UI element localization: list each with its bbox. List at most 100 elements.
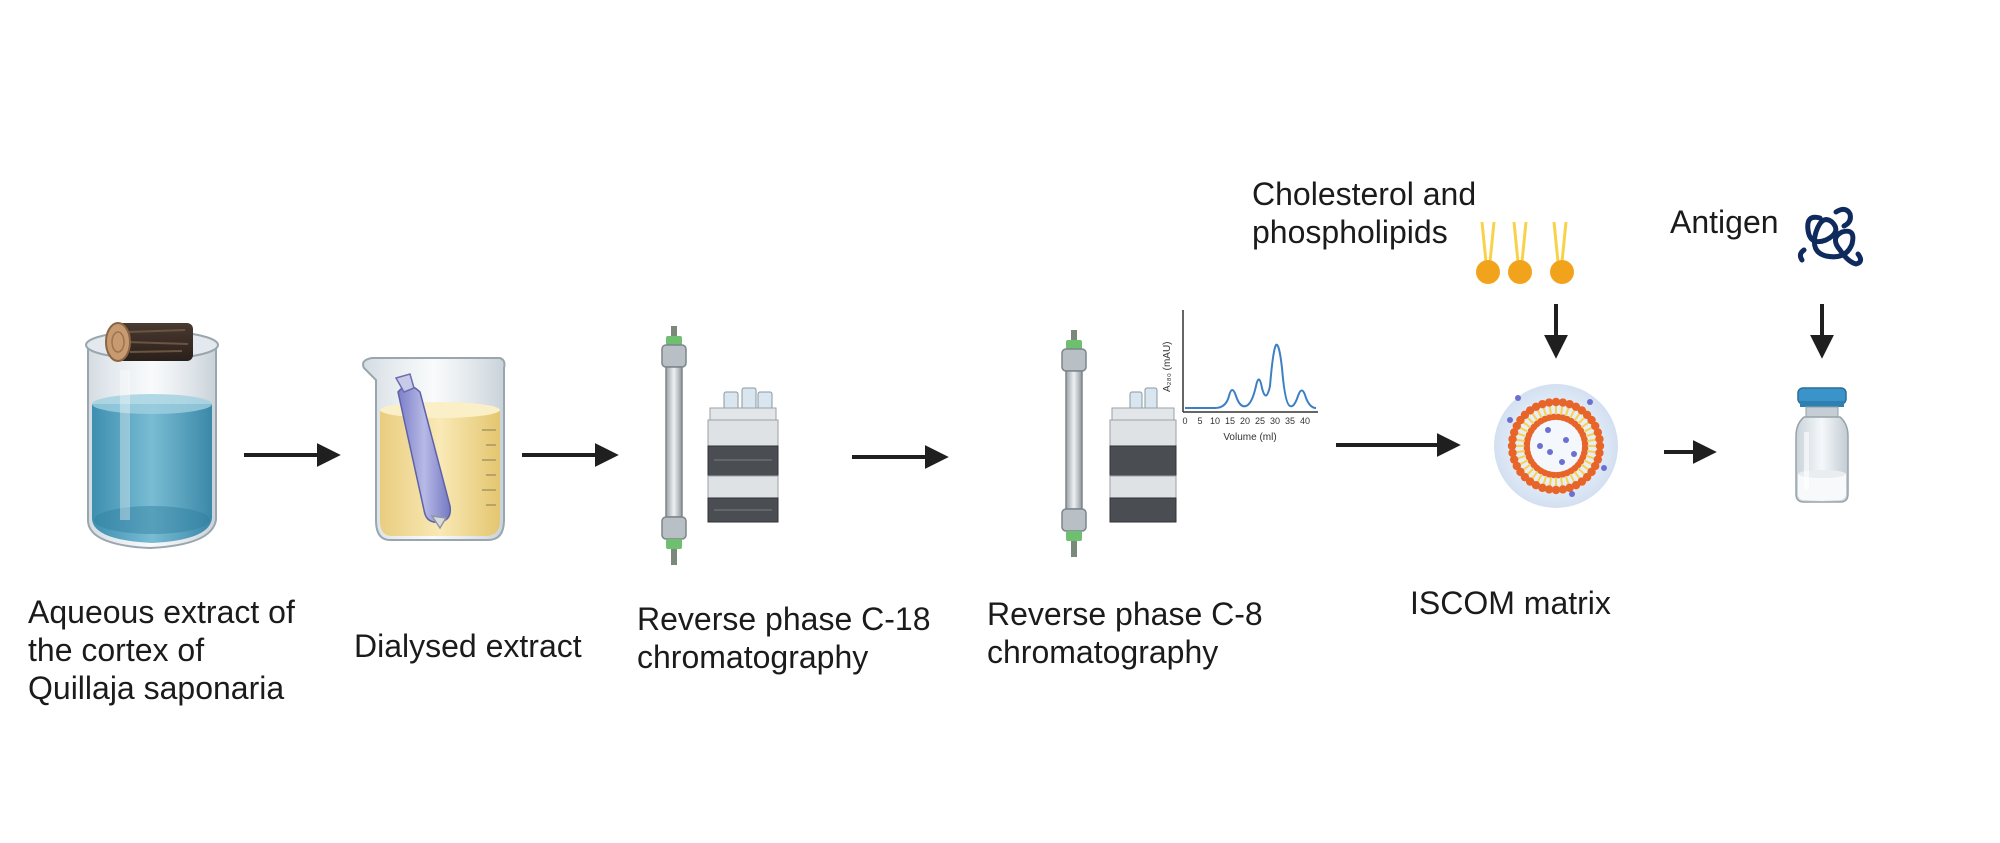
lipid-head	[1551, 397, 1561, 407]
lipid-tail	[1519, 426, 1528, 433]
chromatography-column	[661, 326, 687, 565]
beaker-with-dialysis-bag-icon	[362, 357, 506, 541]
lipid-head	[1565, 483, 1574, 493]
lipid-head	[1544, 485, 1554, 494]
lipid-tail	[1577, 416, 1586, 425]
lipid-head	[1507, 441, 1517, 451]
lipid-tail	[1586, 432, 1596, 438]
lipid-tail	[1587, 450, 1597, 454]
lipid-tail	[1526, 416, 1535, 425]
lipid-tail	[1587, 438, 1597, 442]
x-tick: 15	[1225, 416, 1235, 426]
lipid-tail	[1536, 409, 1543, 418]
lipid-tail	[1569, 474, 1576, 483]
lipid-head	[1565, 399, 1574, 409]
lipid-tail	[1516, 454, 1526, 460]
lipid-head	[1581, 440, 1589, 448]
x-tick: 40	[1300, 416, 1310, 426]
lipid-tail	[1526, 467, 1535, 476]
lipid-tail	[1522, 464, 1531, 471]
chromatogram-trace	[1185, 343, 1317, 409]
step-5-label: ISCOM matrix	[1410, 585, 1611, 621]
antigen-label: Antigen	[1670, 204, 1779, 240]
lipid-tail	[1584, 426, 1593, 433]
lipid-tail	[1581, 464, 1590, 471]
chromatography-column-2	[1061, 330, 1087, 557]
lipid-head	[1538, 399, 1547, 409]
chromatogram: A₂₈₀ (mAU) 0 5 10 15 20 25 30 35 40 Volu…	[1162, 310, 1318, 443]
lipid-head	[1509, 428, 1519, 437]
x-tick: 5	[1197, 416, 1202, 426]
lipid-tail	[1548, 405, 1552, 415]
hplc-column-icon	[661, 326, 779, 565]
lipid-head	[1593, 455, 1603, 464]
jar-with-bark-icon	[85, 322, 219, 550]
antigen-icon	[1797, 206, 1864, 267]
lipid-head	[1508, 448, 1517, 458]
lipid-tail	[1542, 406, 1548, 416]
lipid-tail	[1586, 454, 1596, 460]
lipid-tail	[1548, 477, 1552, 487]
chromatogram-xlabel: Volume (ml)	[1223, 432, 1276, 443]
lipid-head	[1508, 434, 1517, 444]
lipid-tail	[1560, 477, 1564, 487]
x-tick: 35	[1285, 416, 1295, 426]
lipid-head	[1538, 483, 1547, 493]
lipid-tail	[1515, 438, 1525, 442]
lipid-head	[1509, 455, 1519, 464]
lipid-tail	[1584, 459, 1593, 466]
lipid-head	[1512, 461, 1521, 471]
lipid-tail	[1536, 474, 1543, 483]
lipid-tail	[1542, 476, 1548, 486]
lipid-head	[1531, 402, 1541, 411]
lipid-head	[1595, 441, 1605, 451]
lipid-tail	[1581, 421, 1590, 428]
chromatogram-ylabel: A₂₈₀ (mAU)	[1162, 341, 1173, 392]
vaccine-vial-icon	[1795, 387, 1849, 503]
lipid-head	[1551, 485, 1561, 495]
lipid-tail	[1564, 406, 1570, 416]
lipid-molecules-icon	[1476, 221, 1574, 284]
lipid-head	[1571, 481, 1581, 490]
step-1-label: Aqueous extract of the cortex of Quillaj…	[28, 594, 295, 706]
hplc-column-with-chromatogram-icon: A₂₈₀ (mAU) 0 5 10 15 20 25 30 35 40 Volu…	[1061, 310, 1318, 557]
lipid-head	[1593, 428, 1603, 437]
hplc-instrument	[707, 387, 779, 523]
lipid-head	[1591, 421, 1600, 431]
liposome-bilayer	[1507, 397, 1605, 495]
lipid-molecule	[1550, 221, 1574, 284]
lipid-tail	[1531, 412, 1538, 421]
lipid-tail	[1522, 421, 1531, 428]
lipid-head	[1558, 398, 1568, 407]
x-tick: 0	[1182, 416, 1187, 426]
lipid-molecule	[1476, 221, 1500, 284]
lipid-tail	[1574, 412, 1581, 421]
x-tick: 30	[1270, 416, 1280, 426]
lipid-tail	[1569, 409, 1576, 418]
lipid-molecule	[1508, 221, 1532, 284]
x-tick: 20	[1240, 416, 1250, 426]
step-3-label: Reverse phase C-18 chromatography	[637, 601, 931, 675]
lipid-tail	[1516, 432, 1526, 438]
liposome-cargo	[1507, 395, 1607, 497]
x-tick: 25	[1255, 416, 1265, 426]
lipid-tail	[1574, 471, 1581, 480]
lipid-tail	[1519, 459, 1528, 466]
chromatogram-x-ticks: 0 5 10 15 20 25 30 35 40	[1182, 416, 1310, 426]
hplc-instrument-2	[1109, 387, 1177, 523]
lipid-head	[1595, 448, 1604, 458]
lipid-tail	[1564, 476, 1570, 486]
lipid-tail	[1560, 405, 1564, 415]
lipid-tail	[1577, 467, 1586, 476]
lipid-head	[1544, 398, 1554, 407]
lipid-head	[1558, 485, 1568, 494]
liposome-icon	[1494, 384, 1618, 508]
step-2-label: Dialysed extract	[354, 628, 582, 664]
lipid-tail	[1531, 471, 1538, 480]
step-4-label: Reverse phase C-8 chromatography	[987, 596, 1263, 670]
x-tick: 10	[1210, 416, 1220, 426]
lipids-label: Cholesterol and phospholipids	[1252, 176, 1477, 250]
lipid-tail	[1515, 450, 1525, 454]
lipid-head	[1595, 434, 1604, 444]
